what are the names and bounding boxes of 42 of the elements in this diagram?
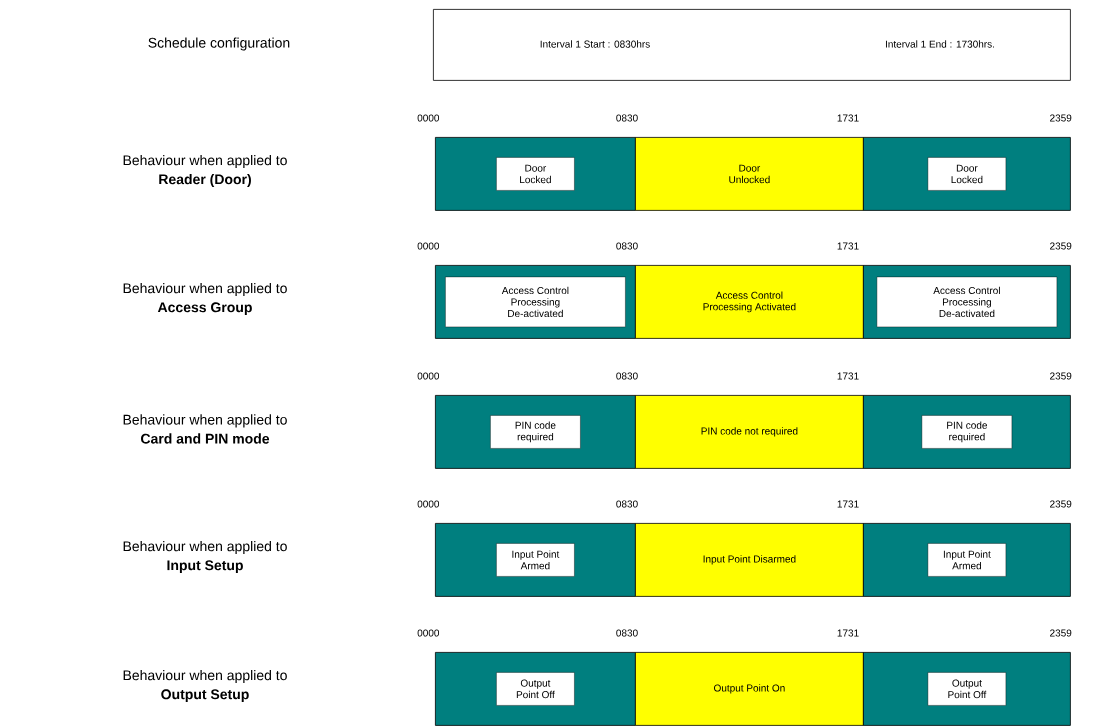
status-box: PIN code required bbox=[921, 415, 1013, 449]
status-box: Door Locked bbox=[927, 157, 1007, 191]
schedule-box: Interval 1 Start : 0830hrs Interval 1 End : 1730hrs. bbox=[433, 9, 1071, 81]
time-tick: 2359 bbox=[1050, 629, 1072, 637]
timeline-segment: Input Point Disarmed bbox=[635, 523, 864, 597]
time-tick: 0830 bbox=[616, 114, 638, 122]
time-tick: 1731 bbox=[837, 242, 859, 250]
status-box: Output Point Off bbox=[496, 672, 575, 706]
timeline-segment: PIN code not required bbox=[635, 395, 864, 469]
time-tick: 2359 bbox=[1050, 500, 1072, 508]
time-tick: 0830 bbox=[616, 242, 638, 250]
row-label: Behaviour when applied to Card and PIN mode bbox=[123, 414, 287, 444]
time-tick: 1731 bbox=[837, 500, 859, 508]
time-tick: 1731 bbox=[837, 114, 859, 122]
status-box: Input Point Armed bbox=[496, 543, 575, 577]
timeline-segment: Output Point On bbox=[635, 652, 864, 726]
row-label: Behaviour when applied to Access Group bbox=[123, 282, 287, 315]
time-tick: 2359 bbox=[1050, 242, 1072, 250]
status-box: Access Control Processing De-activated bbox=[445, 276, 626, 328]
status-box: Input Point Armed bbox=[927, 543, 1007, 577]
time-tick: 0830 bbox=[616, 372, 638, 380]
timeline-segment: Access Control Processing Activated bbox=[635, 265, 864, 339]
timeline-segment: Door Unlocked bbox=[635, 137, 864, 211]
status-box: Access Control Processing De-activated bbox=[876, 276, 1058, 328]
row-label: Behaviour when applied to Output Setup bbox=[123, 669, 287, 702]
status-box: Door Locked bbox=[496, 157, 575, 191]
status-box: Output Point Off bbox=[927, 672, 1007, 706]
time-tick: 0000 bbox=[417, 114, 440, 122]
time-tick: 1731 bbox=[837, 629, 859, 637]
time-tick: 0000 bbox=[417, 242, 440, 250]
time-tick: 2359 bbox=[1050, 372, 1072, 380]
time-tick: 0830 bbox=[616, 500, 638, 508]
row-label: Behaviour when applied to Reader (Door) bbox=[123, 154, 287, 187]
status-box: PIN code required bbox=[490, 415, 581, 449]
time-tick: 0000 bbox=[417, 372, 440, 380]
time-tick: 1731 bbox=[837, 372, 859, 380]
time-tick: 0000 bbox=[417, 629, 440, 637]
time-tick: 0000 bbox=[417, 500, 440, 508]
time-tick: 2359 bbox=[1050, 114, 1072, 122]
row-label: Behaviour when applied to Input Setup bbox=[123, 540, 287, 573]
time-tick: 0830 bbox=[616, 629, 638, 637]
section-label: Schedule configuration bbox=[148, 37, 290, 51]
